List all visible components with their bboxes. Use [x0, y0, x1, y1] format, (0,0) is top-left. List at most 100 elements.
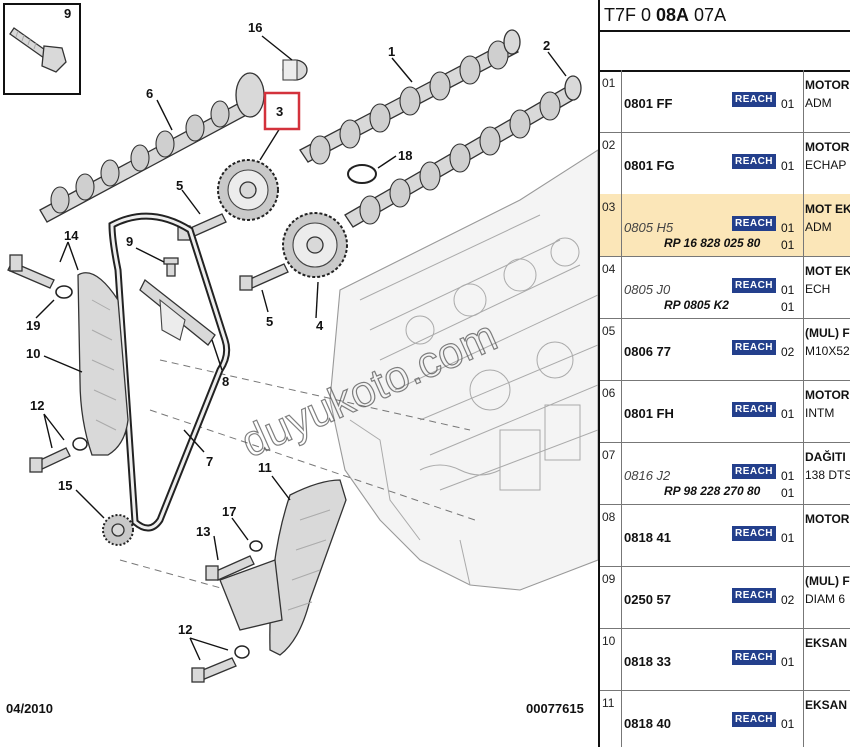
vvt-sprocket-4 — [282, 212, 348, 278]
bolt-12-lower — [191, 657, 237, 683]
reach-badge: REACH — [732, 464, 776, 479]
column-divider — [803, 380, 804, 442]
column-divider — [803, 194, 804, 256]
reach-badge: REACH — [732, 650, 776, 665]
row-index: 01 — [600, 70, 622, 132]
part-description-detail: ADM — [805, 96, 832, 110]
part-reference[interactable]: 0818 41 — [624, 530, 671, 545]
part-description: MOT EK — [805, 264, 850, 278]
washer-12-lower — [234, 645, 250, 659]
title-suffix: 07A — [689, 5, 727, 25]
part-reference[interactable]: 0801 FG — [624, 158, 675, 173]
row-index: 09 — [600, 566, 622, 628]
part-quantity: 01 — [781, 655, 795, 669]
row-index: 10 — [600, 628, 622, 690]
callout-19: 19 — [26, 318, 40, 333]
washer-17 — [249, 540, 263, 552]
row-index: 06 — [600, 380, 622, 442]
reach-badge: REACH — [732, 712, 776, 727]
callout-16: 16 — [248, 20, 262, 35]
part-reference[interactable]: 0805 H5 — [624, 220, 674, 235]
bolt-5-lower — [239, 263, 289, 291]
row-index: 04 — [600, 256, 622, 318]
row-index: 11 — [600, 690, 622, 747]
callout-9-guide: 9 — [126, 234, 133, 249]
part-reference[interactable]: 0818 40 — [624, 716, 671, 731]
column-divider — [803, 132, 804, 194]
washer-12-upper — [72, 437, 88, 451]
callout-7: 7 — [206, 454, 213, 469]
part-description-detail: ECH — [805, 282, 831, 296]
crank-sprocket-15 — [102, 514, 134, 546]
part-description-detail: 138 DTS — [805, 468, 850, 482]
timing-chain-7 — [108, 212, 231, 532]
part-description: DAĞITI — [805, 450, 846, 464]
callout-2: 2 — [543, 38, 550, 53]
part-description-detail: ADM — [805, 220, 832, 234]
part-description-detail: M10X52 — [805, 344, 850, 358]
reach-badge: REACH — [732, 154, 776, 169]
title-code: 08A — [656, 5, 690, 25]
timing-system-drawing: 9 16 6 1 2 3 18 5 14 19 10 12 15 13 17 1… — [3, 3, 599, 716]
callout-18: 18 — [398, 148, 412, 163]
column-divider — [803, 256, 804, 318]
engine-block-illustration — [329, 148, 599, 591]
part-description: (MUL) F — [805, 574, 850, 588]
part-reference[interactable]: 0250 57 — [624, 592, 671, 607]
column-divider — [803, 318, 804, 380]
part-reference[interactable]: 0801 FF — [624, 96, 673, 111]
row-index: 03 — [600, 194, 622, 256]
screw-9 — [163, 257, 179, 277]
part-quantity: 01 — [781, 221, 795, 235]
part-quantity: 01 — [781, 531, 795, 545]
replacement-reference: RP 16 828 025 80 — [664, 236, 761, 250]
reach-badge: REACH — [732, 216, 776, 231]
tensioner-11 — [219, 479, 347, 656]
camshaft-2 — [344, 75, 582, 228]
seal-ring-19 — [55, 285, 73, 299]
part-quantity: 02 — [781, 593, 795, 607]
callout-4: 4 — [316, 318, 324, 333]
part-quantity: 02 — [781, 345, 795, 359]
callout-5-upper: 5 — [176, 178, 183, 193]
bolt-12-upper — [29, 447, 71, 473]
callout-3[interactable]: 3 — [276, 104, 283, 119]
replacement-reference: RP 0805 K2 — [664, 298, 729, 312]
part-reference[interactable]: 0805 J0 — [624, 282, 671, 297]
callout-1: 1 — [388, 44, 395, 59]
column-divider — [803, 566, 804, 628]
callout-12-lower: 12 — [178, 622, 192, 637]
reach-badge: REACH — [732, 92, 776, 107]
callout-14: 14 — [64, 228, 79, 243]
part-quantity: 01 — [781, 159, 795, 173]
reach-badge: REACH — [732, 278, 776, 293]
callout-15: 15 — [58, 478, 72, 493]
part-description-detail: INTM — [805, 406, 835, 420]
reach-badge: REACH — [732, 588, 776, 603]
part-reference[interactable]: 0818 33 — [624, 654, 671, 669]
column-divider — [803, 690, 804, 747]
part-reference[interactable]: 0801 FH — [624, 406, 674, 421]
selected-callout-box — [263, 91, 301, 131]
part-reference[interactable]: 0806 77 — [624, 344, 671, 359]
part-quantity: 01 — [781, 469, 795, 483]
part-reference[interactable]: 0816 J2 — [624, 468, 671, 483]
part-quantity: 01 — [781, 407, 795, 421]
parts-list-header — [600, 30, 850, 72]
reach-badge: REACH — [732, 402, 776, 417]
part-description: MOTOR — [805, 512, 850, 526]
row-index: 07 — [600, 442, 622, 504]
bolt-9-icon — [9, 27, 67, 73]
